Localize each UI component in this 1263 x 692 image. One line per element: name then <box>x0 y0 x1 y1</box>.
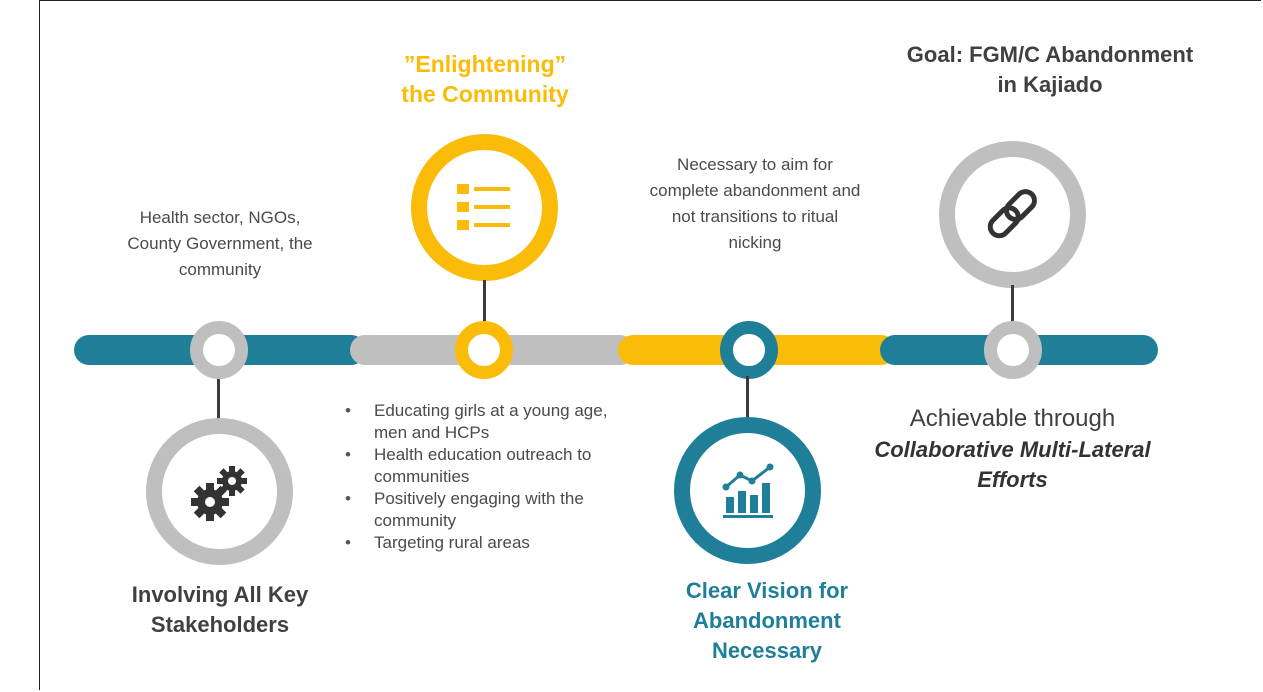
bullet-item: Educating girls at a young age, men and … <box>338 400 628 444</box>
bullet-item: Health education outreach to communities <box>338 444 628 488</box>
stage2-node <box>455 321 513 379</box>
stage2-title-line1: ”Enlightening” <box>403 51 567 77</box>
stage1-description: Health sector, NGOs, County Government, … <box>127 208 313 279</box>
chart-icon <box>722 463 774 518</box>
stage1-title: Involving All Key Stakeholders <box>131 582 309 637</box>
stage4-line1: Achievable through <box>909 405 1116 432</box>
stage4-node <box>984 321 1042 379</box>
stage2-bullet-list: Educating girls at a young age, men and … <box>338 400 628 554</box>
stage4-line2: Collaborative Multi-Lateral Efforts <box>874 437 1151 492</box>
stage4-circle <box>939 141 1086 288</box>
stage2-connector <box>483 280 486 324</box>
stage4-title: Goal: FGM/C Abandonment in Kajiado <box>906 42 1194 97</box>
stage3-title: Clear Vision for Abandonment Necessary <box>685 578 849 663</box>
link-icon <box>987 189 1037 239</box>
stage3-connector <box>746 376 749 420</box>
bullet-item: Targeting rural areas <box>338 532 628 554</box>
gears-icon <box>191 466 247 521</box>
stage2-title-line2: the Community <box>401 81 569 107</box>
stage2-circle <box>411 134 558 281</box>
stage3-node <box>720 321 778 379</box>
bullet-item: Positively engaging with the community <box>338 488 628 532</box>
stage3-description: Necessary to aim for complete abandonmen… <box>649 155 861 252</box>
stage1-connector <box>217 376 220 420</box>
list-icon <box>457 184 510 230</box>
stage3-circle <box>674 417 821 564</box>
slide-frame <box>39 0 1261 690</box>
stage4-connector <box>1011 285 1014 325</box>
stage1-circle <box>146 418 293 565</box>
stage1-node <box>190 321 248 379</box>
